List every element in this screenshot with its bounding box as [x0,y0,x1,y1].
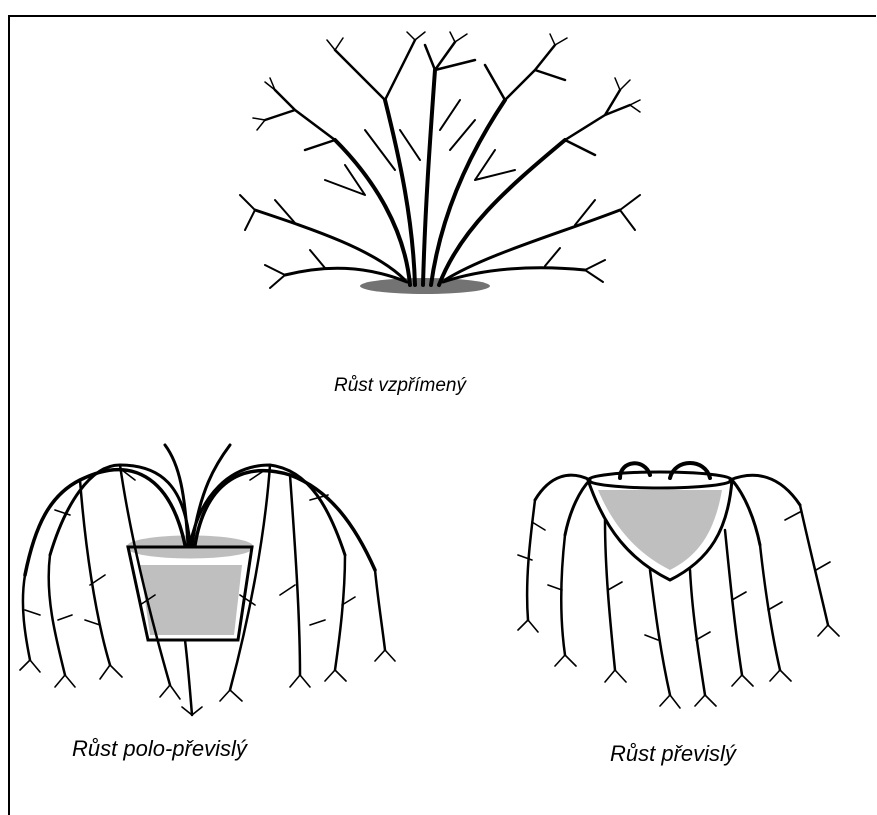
trailing-plant-hanging-basket-icon [510,450,850,715]
caption-trailing: Růst převislý [610,741,736,767]
upright-shrub-icon [235,30,645,300]
semi-trailing-plant-pot-icon [10,435,405,720]
caption-semi-trailing: Růst polo-převislý [72,736,247,762]
caption-upright: Růst vzpřímený [334,375,466,397]
